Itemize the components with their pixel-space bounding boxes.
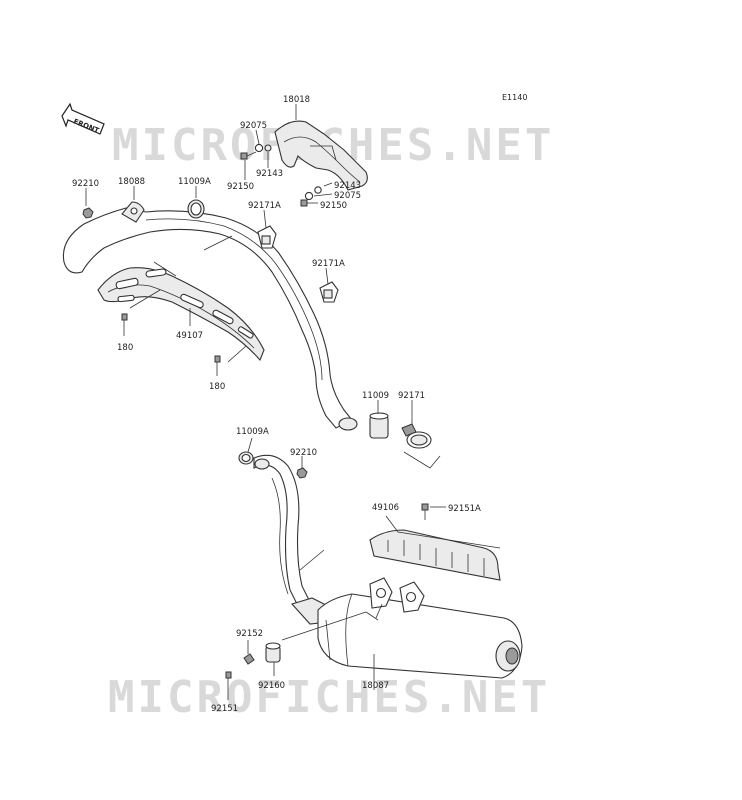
- damper-92160[interactable]: [265, 642, 281, 663]
- bolt-92150-upper[interactable]: [240, 151, 257, 160]
- label-92143-upper: 92143: [256, 169, 283, 179]
- reference-code: E1140: [502, 93, 527, 102]
- bolt-180-lower[interactable]: [214, 355, 221, 376]
- label-180-lower: 180: [209, 382, 225, 392]
- watermark-bottom: MICROFICHES.NET: [108, 672, 550, 723]
- label-92150-lower: 92150: [320, 201, 347, 211]
- label-92152: 92152: [236, 629, 263, 639]
- label-18087: 18087: [362, 681, 389, 691]
- clamp-92171a-lower[interactable]: [319, 281, 339, 303]
- label-92075-upper: 92075: [240, 121, 267, 131]
- collar-92143-upper[interactable]: [264, 144, 272, 152]
- collar-92152[interactable]: [243, 653, 255, 665]
- bolt-180-upper[interactable]: [121, 313, 128, 336]
- label-92151: 92151: [211, 704, 238, 714]
- heat-shield-49106[interactable]: [369, 529, 501, 581]
- label-92171: 92171: [398, 391, 425, 401]
- clamp-92171[interactable]: [401, 423, 432, 449]
- muffler-18087[interactable]: [291, 593, 523, 679]
- label-180-upper: 180: [117, 343, 133, 353]
- front-arrow-icon: FRONT: [61, 102, 105, 135]
- label-92150-upper: 92150: [227, 182, 254, 192]
- collar-92143-lower[interactable]: [314, 186, 322, 194]
- label-92075-lower: 92075: [334, 191, 361, 201]
- label-18088: 18088: [118, 177, 145, 187]
- muffler-mount-brackets[interactable]: [369, 577, 425, 613]
- label-49106: 49106: [372, 503, 399, 513]
- gasket-11009[interactable]: [369, 412, 389, 439]
- bolt-92151[interactable]: [225, 671, 232, 700]
- label-11009: 11009: [362, 391, 389, 401]
- header-flange[interactable]: [121, 201, 145, 223]
- bolt-92151a[interactable]: [421, 503, 429, 520]
- heat-guard-18018[interactable]: [274, 120, 368, 191]
- label-92210-lower: 92210: [290, 448, 317, 458]
- header-pipe-outlet: [338, 417, 358, 431]
- label-11009a-lower: 11009A: [236, 427, 269, 437]
- label-92160: 92160: [258, 681, 285, 691]
- clamp-92171a-upper[interactable]: [257, 225, 277, 249]
- label-92210-upper: 92210: [72, 179, 99, 189]
- label-11009a-upper: 11009A: [178, 177, 211, 187]
- washer-92075-upper[interactable]: [254, 143, 264, 153]
- bolt-92150-lower[interactable]: [300, 199, 308, 207]
- label-49107: 49107: [176, 331, 203, 341]
- washer-92075-lower[interactable]: [304, 191, 314, 201]
- label-18018: 18018: [283, 95, 310, 105]
- label-92143-lower: 92143: [334, 181, 361, 191]
- label-92151a: 92151A: [448, 504, 481, 514]
- header-pipe-18088[interactable]: [62, 207, 358, 431]
- label-92171a-lower: 92171A: [312, 259, 345, 269]
- pipe-inlet-flange: [254, 458, 270, 470]
- heat-shield-49107[interactable]: [97, 267, 265, 362]
- label-92171a-upper: 92171A: [248, 201, 281, 211]
- nut-92210-upper[interactable]: [82, 207, 94, 219]
- nut-92210-lower[interactable]: [296, 467, 308, 479]
